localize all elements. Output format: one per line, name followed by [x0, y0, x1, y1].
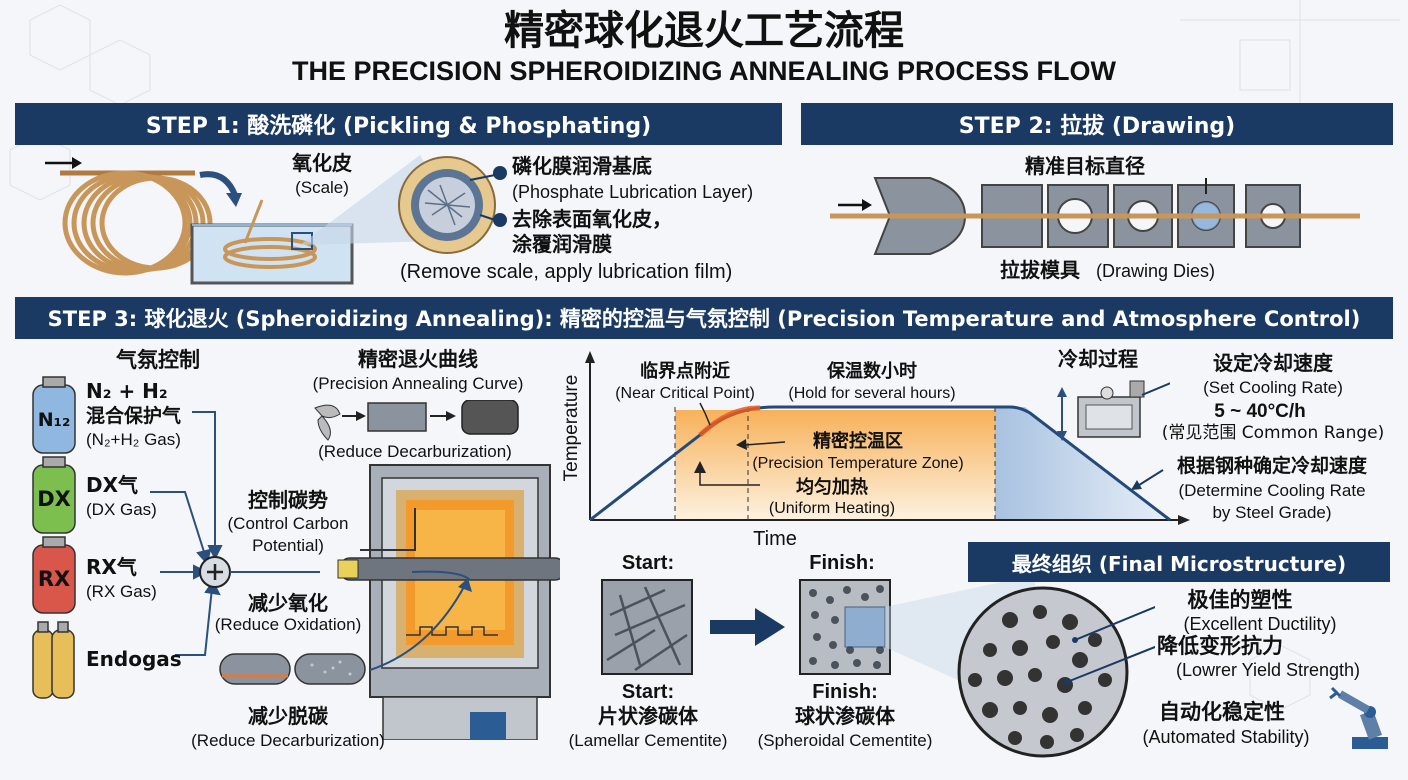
critical-point-label: 临界点附近	[640, 361, 730, 382]
start-bottom-label: Start:	[621, 681, 675, 703]
step2-header: STEP 2: 拉拔 (Drawing)	[801, 103, 1393, 145]
reduce-oxidation-label: 减少氧化	[248, 591, 328, 615]
uniform-heating-label: 均匀加热	[796, 477, 868, 498]
yield-label: 降低变形抗力	[1157, 634, 1283, 658]
set-cooling-label-en: (Set Cooling Rate)	[1203, 378, 1343, 397]
drawing-dies-label: 拉拔模具	[1000, 258, 1080, 282]
automated-label: 自动化稳定性	[1159, 700, 1285, 724]
annealing-curve-title-en: (Precision Annealing Curve)	[312, 374, 524, 393]
apply-film-label: 涂覆润滑膜	[512, 232, 612, 256]
gas-endogas-label: Endogas	[86, 647, 182, 671]
robot-arm-icon	[1329, 686, 1388, 749]
phosphate-cross-section	[398, 156, 496, 254]
scale-label: 氧化皮	[292, 151, 352, 175]
automated-label-en: (Automated Stability)	[1142, 727, 1310, 747]
lamellar-label-en: (Lamellar Cementite)	[568, 731, 728, 750]
reduce-decarb-label: 减少脱碳	[248, 704, 328, 728]
furnace-body	[369, 464, 551, 740]
control-carbon-label-en1: (Control Carbon	[227, 514, 349, 533]
step3-header: STEP 3: 球化退火 (Spheroidizing Annealing): …	[15, 297, 1393, 339]
remove-scale-label: 去除表面氧化皮，	[512, 207, 672, 231]
gas-dx-label: DX气	[86, 473, 139, 497]
spheroidal-label: 球状渗碳体	[795, 704, 895, 728]
start-top-label: Start:	[621, 552, 675, 574]
grade-arrow-icon	[1131, 469, 1164, 490]
gas-n2h2-label: N₂ + H₂	[86, 379, 168, 403]
hold-label: 保温数小时	[827, 361, 917, 382]
control-carbon-label: 控制碳势	[248, 488, 328, 512]
cylinder-rx-label: RX	[37, 567, 71, 591]
remove-scale-label-en: (Remove scale, apply lubrication film)	[400, 261, 733, 283]
annealing-furnace	[219, 400, 560, 740]
cooling-controller-icon	[1057, 380, 1170, 441]
reduce-decarb-top-label: (Reduce Decarburization)	[318, 442, 512, 461]
pickling-illustration	[45, 155, 507, 285]
page-title: 精密球化退火工艺流程	[504, 8, 904, 54]
gas-n2h2-label-cn: 混合保护气	[86, 405, 182, 427]
mixer-plus-icon	[199, 556, 231, 588]
annealing-curve-title: 精密退火曲线	[358, 347, 478, 371]
steel-grade-label: 根据钢种确定冷却速度	[1176, 455, 1368, 477]
gas-dx-label-en: (DX Gas)	[86, 500, 157, 519]
page-subtitle: THE PRECISION SPHEROIDIZING ANNEALING PR…	[291, 56, 1117, 86]
control-carbon-label-en2: Potential)	[252, 536, 324, 555]
wire-samples	[219, 653, 366, 685]
lamellar-label: 片状渗碳体	[598, 704, 698, 728]
wire-coil	[62, 170, 213, 276]
annealing-curve-chart	[585, 351, 1190, 525]
cooling-range-note: (常见范围 Common Range)	[1161, 423, 1385, 443]
spheroidal-sample	[799, 579, 891, 675]
finish-bottom-label: Finish:	[812, 681, 878, 703]
temperature-axis-label: Temperature	[561, 374, 583, 482]
phosphate-layer-label: 磷化膜润滑基底	[512, 154, 652, 178]
set-cooling-label: 设定冷却速度	[1213, 351, 1333, 375]
target-diameter-label: 精准目标直径	[1025, 154, 1145, 178]
final-microstructure-circle	[957, 586, 1155, 758]
precision-zone-label: 精密控温区	[813, 431, 903, 452]
pickling-tank	[190, 199, 354, 285]
ductility-label: 极佳的塑性	[1187, 588, 1293, 612]
steel-grade-label-en1: (Determine Cooling Rate	[1178, 481, 1366, 500]
reduce-decarb-label-en: (Reduce Decarburization)	[191, 731, 385, 750]
reduce-oxidation-label-en: (Reduce Oxidation)	[214, 615, 362, 634]
hold-label-en: (Hold for several hours)	[788, 385, 956, 402]
atmosphere-title: 气氛控制	[116, 348, 200, 372]
spheroidal-label-en: (Spheroidal Cementite)	[757, 731, 933, 750]
cooling-range: 5 ~ 40°C/h	[1214, 401, 1306, 422]
arrow-icon	[838, 199, 872, 211]
cooling-title: 冷却过程	[1058, 347, 1138, 371]
drawing-dies-label-en: (Drawing Dies)	[1096, 261, 1216, 281]
lamellar-sample	[601, 579, 693, 675]
step1-header: STEP 1: 酸洗磷化 (Pickling & Phosphating)	[15, 103, 782, 145]
time-axis-label: Time	[753, 528, 797, 550]
finish-top-label: Finish:	[809, 552, 875, 574]
ductility-label-en: (Excellent Ductility)	[1183, 614, 1337, 634]
scale-label-en: (Scale)	[295, 178, 349, 197]
precision-zone-label-en: (Precision Temperature Zone)	[752, 455, 964, 472]
drawing-illustration	[830, 177, 1360, 255]
final-microstructure-header: 最终组织 (Final Microstructure)	[968, 542, 1390, 582]
arrow-icon	[45, 157, 82, 169]
yield-label-en: (Lowrer Yield Strength)	[1175, 660, 1361, 680]
steel-grade-label-en2: by Steel Grade)	[1212, 503, 1332, 522]
cylinder-n12-label: N₁₂	[37, 409, 71, 431]
critical-point-label-en: (Near Critical Point)	[615, 385, 755, 402]
uniform-heating-label-en: (Uniform Heating)	[768, 500, 896, 517]
phosphate-layer-label-en: (Phosphate Lubrication Layer)	[512, 182, 754, 202]
cylinder-dx-label: DX	[37, 487, 71, 511]
gas-rx-label-en: (RX Gas)	[86, 582, 157, 601]
gas-cylinders	[32, 376, 320, 699]
gas-n2h2-label-en: (N₂+H₂ Gas)	[86, 430, 181, 449]
propeller-icon	[314, 404, 341, 441]
gas-rx-label: RX气	[86, 555, 137, 579]
